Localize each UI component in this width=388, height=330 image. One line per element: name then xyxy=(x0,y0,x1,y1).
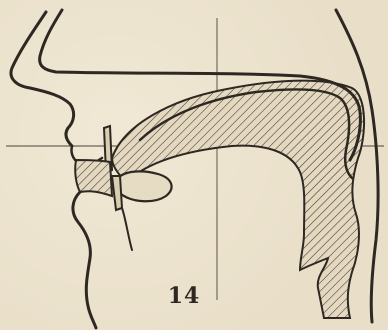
lower-lip-shape xyxy=(75,160,112,196)
jaw-inner-outline xyxy=(122,208,132,250)
lower-teeth xyxy=(112,176,122,210)
chin-outline xyxy=(73,192,96,328)
tongue-tip xyxy=(116,171,172,201)
nose-outline xyxy=(11,12,74,146)
figure-number: 14 xyxy=(160,283,208,309)
